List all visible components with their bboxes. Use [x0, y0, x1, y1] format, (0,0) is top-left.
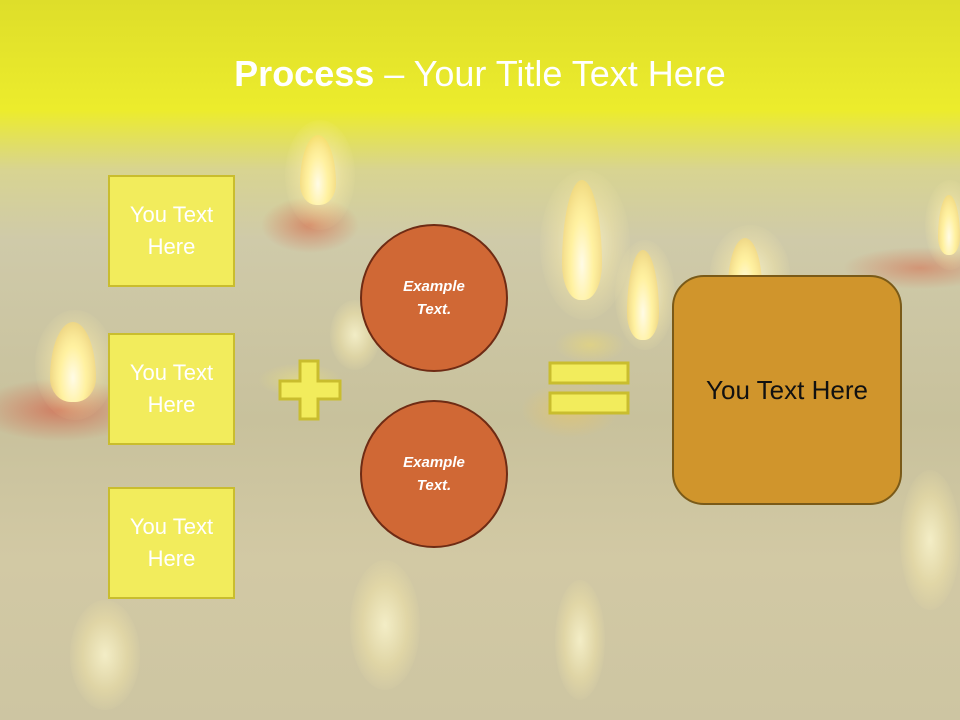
- table-reflection: [900, 470, 960, 610]
- candle-flame: [50, 322, 96, 402]
- plus-icon: [278, 359, 342, 421]
- table-reflection: [555, 580, 605, 700]
- equals-icon: [548, 361, 630, 415]
- result-label: You Text Here: [706, 374, 868, 405]
- title-dash: –: [374, 53, 414, 94]
- result-box[interactable]: You Text Here: [672, 275, 902, 505]
- slide-title[interactable]: Process – Your Title Text Here: [0, 52, 960, 96]
- candle-flame: [300, 135, 336, 205]
- table-reflection: [350, 560, 420, 690]
- candle-flame: [938, 195, 960, 255]
- title-text: Your Title Text Here: [413, 53, 726, 94]
- title-bold: Process: [234, 53, 375, 94]
- table-reflection: [70, 600, 140, 710]
